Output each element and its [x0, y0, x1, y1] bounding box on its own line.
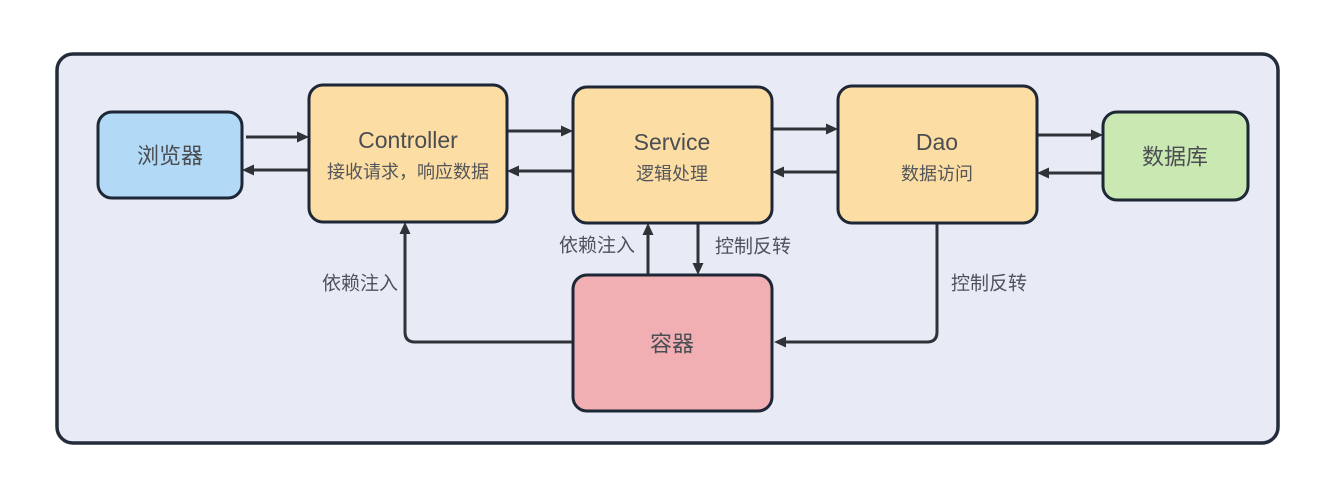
- node-browser-title: 浏览器: [137, 144, 203, 169]
- node-database-title: 数据库: [1142, 145, 1208, 170]
- label-inversion-of-control-dao: 控制反转: [951, 273, 1027, 295]
- node-browser: 浏览器: [96, 110, 244, 200]
- node-service-box: [571, 85, 774, 225]
- label-dependency-injection-service: 依赖注入: [559, 235, 635, 257]
- node-controller-title: Controller: [358, 127, 458, 153]
- node-dao: Dao 数据访问: [836, 84, 1039, 225]
- node-service-title: Service: [634, 129, 711, 155]
- label-dependency-injection-controller: 依赖注入: [322, 273, 398, 295]
- node-dao-subtitle: 数据访问: [901, 164, 973, 184]
- node-browser-box: [96, 110, 244, 200]
- node-database-box: [1101, 110, 1250, 202]
- node-controller-subtitle: 接收请求，响应数据: [327, 162, 489, 182]
- label-inversion-of-control-service: 控制反转: [715, 236, 791, 258]
- node-service-subtitle: 逻辑处理: [636, 164, 708, 184]
- node-service: Service 逻辑处理: [571, 85, 774, 225]
- node-container: 容器: [571, 273, 774, 413]
- node-controller: Controller 接收请求，响应数据: [307, 83, 509, 224]
- node-dao-title: Dao: [916, 129, 958, 155]
- node-container-box: [571, 273, 774, 413]
- edge-container-to-controller: [399, 222, 573, 344]
- node-dao-box: [836, 84, 1039, 225]
- node-database: 数据库: [1101, 110, 1250, 202]
- edge-dao-to-container: [774, 223, 939, 348]
- node-controller-box: [307, 83, 509, 224]
- node-container-title: 容器: [650, 332, 694, 357]
